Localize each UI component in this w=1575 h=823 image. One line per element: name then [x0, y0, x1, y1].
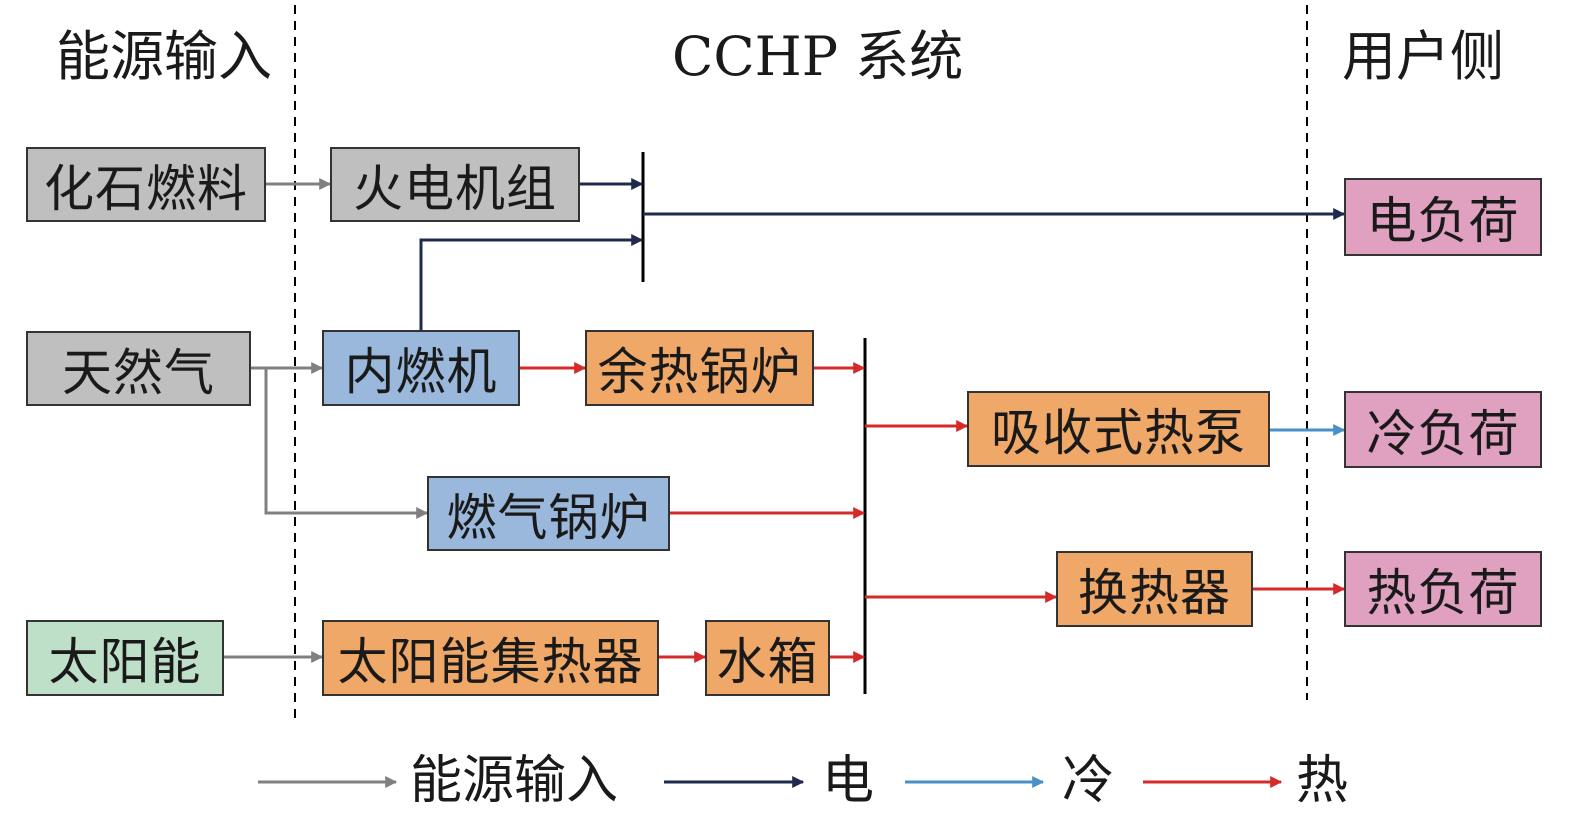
node-waste-heat-boiler: 余热锅炉: [585, 330, 814, 406]
header-energy-input: 能源输入: [56, 25, 272, 88]
legend-label-energy-input: 能源输入: [410, 751, 619, 811]
legend-label-electricity: 电: [822, 751, 875, 811]
header-user-side: 用户侧: [1342, 25, 1504, 88]
node-natural-gas: 天然气: [26, 331, 251, 406]
node-internal-combustion-engine: 内燃机: [322, 330, 520, 406]
node-heat-exchanger: 换热器: [1056, 551, 1253, 627]
arrow-engine-to-bus: [419, 234, 644, 330]
node-absorption-heat-pump: 吸收式热泵: [967, 391, 1270, 467]
legend-label-heat: 热: [1296, 751, 1349, 811]
node-gas-boiler: 燃气锅炉: [427, 476, 670, 551]
node-solar: 太阳能: [26, 620, 224, 696]
node-solar-collector: 太阳能集热器: [322, 620, 659, 696]
node-electric-load: 电负荷: [1344, 178, 1542, 256]
node-cooling-load: 冷负荷: [1344, 391, 1542, 468]
header-cchp-system: CCHP 系统: [672, 25, 964, 88]
node-fossil-fuel: 化石燃料: [26, 147, 266, 222]
node-water-tank: 水箱: [705, 620, 830, 696]
node-thermal-power-unit: 火电机组: [330, 147, 580, 222]
node-heat-load: 热负荷: [1344, 551, 1542, 627]
legend-label-cooling: 冷: [1062, 751, 1115, 811]
arrow-gas-to-gas-boiler: [251, 366, 429, 519]
